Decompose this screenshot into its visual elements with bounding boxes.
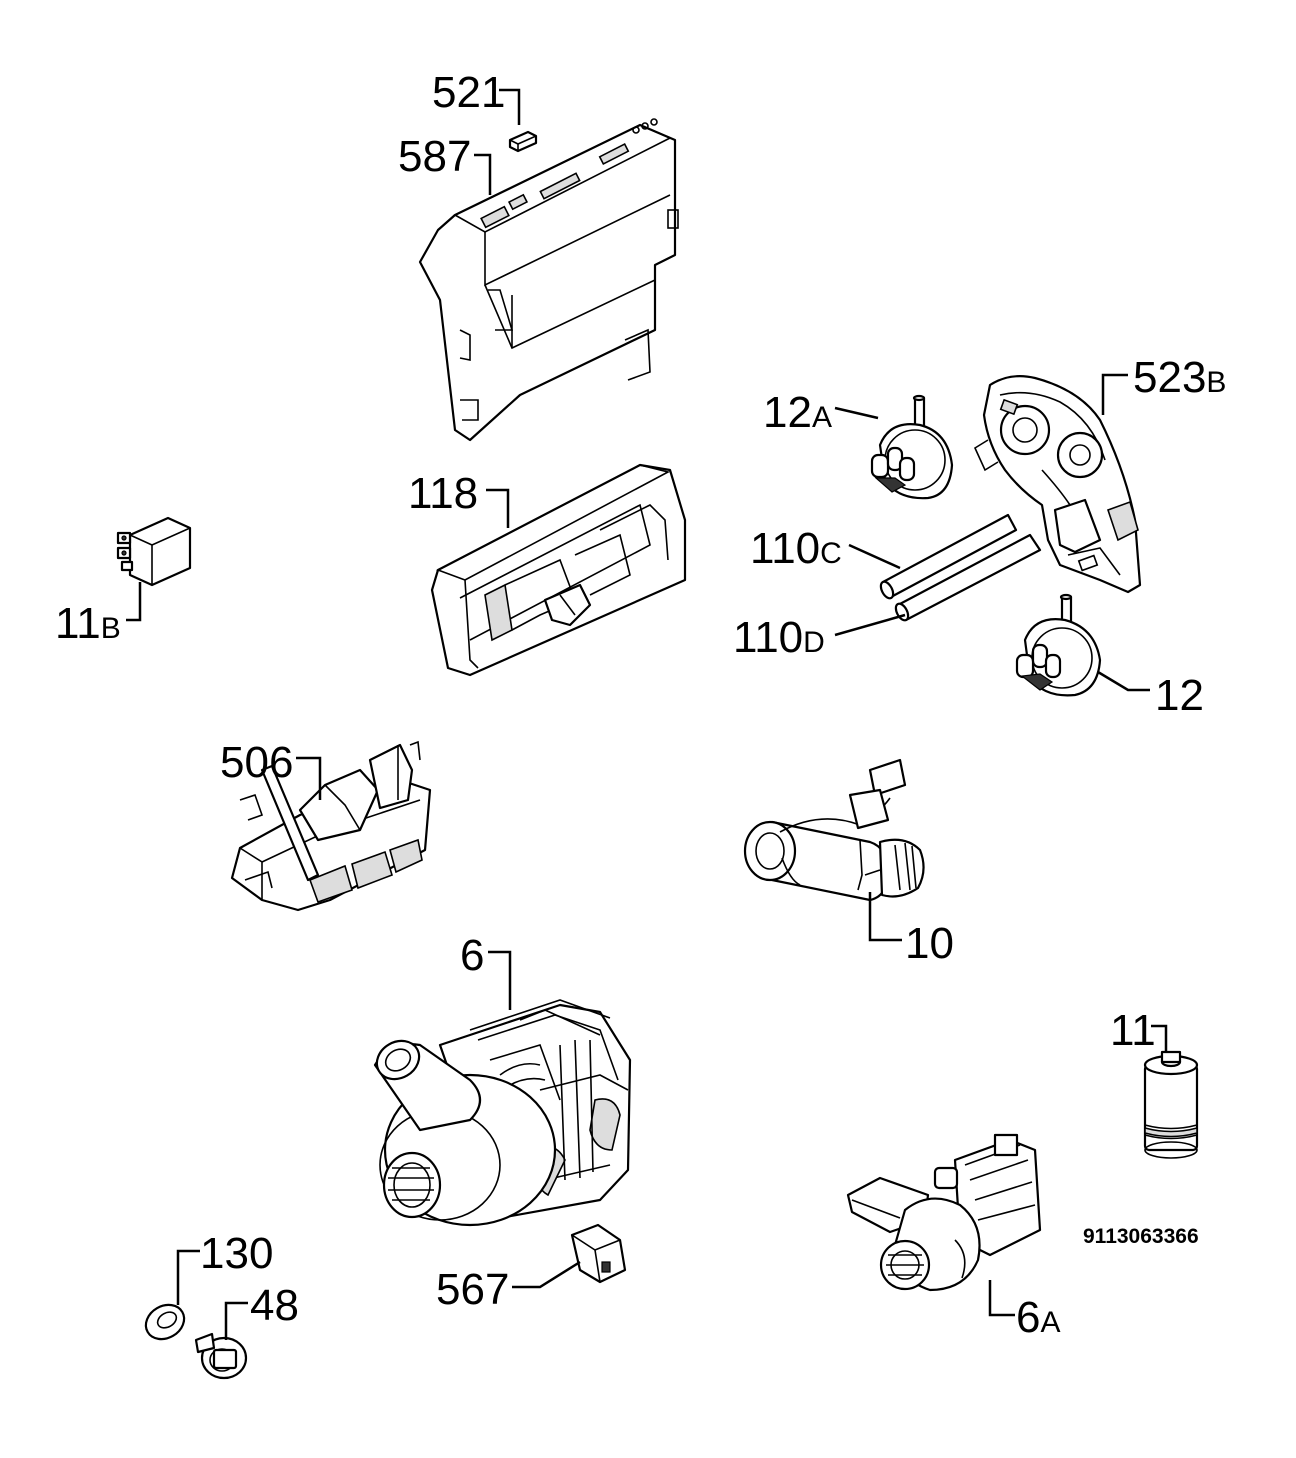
label-6a: 6A <box>1016 1293 1061 1342</box>
heater-10[interactable] <box>743 758 925 902</box>
connector-521[interactable] <box>508 130 538 153</box>
control-module-587[interactable] <box>418 118 679 442</box>
label-6: 6 <box>460 931 484 980</box>
part-labels: 521 587 523B 12A 118 110C 11B 110D 12 50… <box>55 68 1226 1342</box>
label-11: 11 <box>1110 1006 1156 1055</box>
label-12a: 12A <box>763 388 832 437</box>
label-587: 587 <box>398 132 471 181</box>
relay-11b[interactable] <box>116 516 192 587</box>
pressure-switch-12[interactable] <box>1015 593 1102 697</box>
label-521: 521 <box>432 68 505 117</box>
label-110c: 110C <box>750 524 842 573</box>
label-523b: 523B <box>1133 353 1226 402</box>
label-567: 567 <box>436 1265 509 1314</box>
dispenser-118[interactable] <box>430 463 687 677</box>
pressure-switch-12a[interactable] <box>870 394 954 500</box>
capacitor-11[interactable] <box>1143 1050 1199 1159</box>
label-12: 12 <box>1155 671 1204 720</box>
label-130: 130 <box>200 1229 273 1278</box>
diverter-506[interactable] <box>230 740 432 912</box>
drain-pump-6a[interactable] <box>846 1133 1042 1292</box>
diagram-code: 9113063366 <box>1083 1225 1199 1248</box>
plug-48[interactable] <box>194 1332 248 1380</box>
bracket-523b[interactable] <box>973 375 1142 594</box>
label-506: 506 <box>220 738 293 787</box>
leader-lines <box>126 88 1168 1340</box>
hose-110c[interactable] <box>878 513 1018 600</box>
label-48: 48 <box>250 1281 299 1330</box>
label-10: 10 <box>905 919 954 968</box>
label-11b: 11B <box>55 599 121 648</box>
label-110d: 110D <box>733 613 825 662</box>
circulation-pump-6[interactable] <box>370 999 632 1227</box>
seal-ring-130[interactable] <box>140 1298 191 1346</box>
label-118: 118 <box>408 469 478 518</box>
clip-567[interactable] <box>570 1223 627 1284</box>
